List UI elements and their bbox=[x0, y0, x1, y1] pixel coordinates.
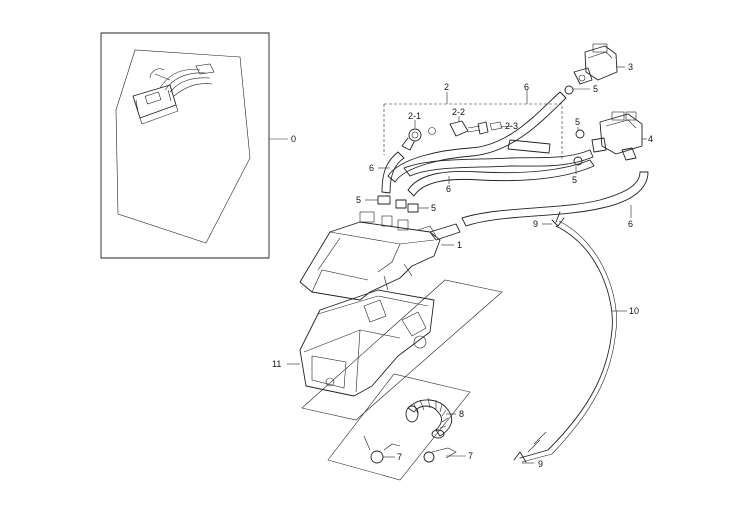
callout-2: 2 bbox=[444, 82, 449, 92]
callout-9-b: 9 bbox=[538, 459, 543, 469]
clamps-9 bbox=[513, 211, 565, 464]
callout-6-c: 6 bbox=[446, 184, 451, 194]
callout-5-d: 5 bbox=[356, 195, 361, 205]
callout-11: 11 bbox=[272, 359, 281, 369]
clips-7 bbox=[363, 435, 466, 464]
sub-assembly-2-bracket bbox=[383, 92, 563, 160]
callout-5-a: 5 bbox=[593, 84, 598, 94]
callout-9-a: 9 bbox=[533, 219, 538, 229]
callout-5-e: 5 bbox=[431, 203, 436, 213]
callout-5-c: 5 bbox=[572, 175, 577, 185]
callout-7-a: 7 bbox=[397, 452, 402, 462]
callout-4: 4 bbox=[648, 134, 653, 144]
clamps-5 bbox=[365, 85, 590, 213]
callout-6-a: 6 bbox=[524, 82, 529, 92]
callout-labels: 0 1 2 2-1 2-2 2-3 3 4 5 5 5 5 5 6 6 6 6 … bbox=[272, 62, 653, 469]
wiring-harness-inset bbox=[100, 32, 288, 259]
hoses-6 bbox=[378, 90, 649, 227]
callout-7-b: 7 bbox=[468, 451, 473, 461]
callout-2-1: 2-1 bbox=[408, 111, 421, 121]
callout-6-d: 6 bbox=[628, 219, 633, 229]
inlet-valve-4 bbox=[591, 111, 647, 161]
callout-3: 3 bbox=[628, 62, 633, 72]
callout-1: 1 bbox=[457, 240, 462, 250]
dispenser-housing-1 bbox=[299, 211, 461, 301]
callout-2-2: 2-2 bbox=[452, 107, 465, 117]
callout-6-b: 6 bbox=[369, 163, 374, 173]
callout-2-3: 2-3 bbox=[505, 121, 518, 131]
fittings-2-1-2-2-2-3 bbox=[401, 116, 551, 154]
callout-8: 8 bbox=[459, 409, 464, 419]
callout-0: 0 bbox=[291, 134, 296, 144]
drain-line-10 bbox=[519, 220, 627, 463]
callout-10: 10 bbox=[629, 306, 639, 316]
dispenser-drawer-11 bbox=[287, 279, 503, 421]
inlet-valve-3 bbox=[573, 43, 625, 85]
callout-5-b: 5 bbox=[575, 117, 580, 127]
bellows-hose-8 bbox=[327, 373, 471, 481]
